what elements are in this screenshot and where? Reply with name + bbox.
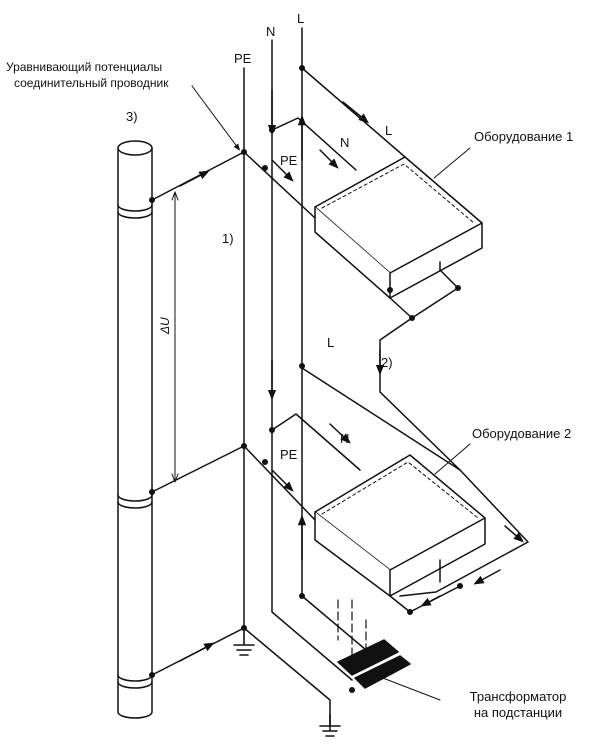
note-1-label: 1) (222, 231, 234, 246)
l-top-label: L (297, 11, 305, 26)
l-middle-label: L (327, 335, 335, 350)
n-conductor (271, 39, 353, 681)
bonding-conductor-2 (151, 445, 245, 493)
junction-dots (149, 65, 463, 693)
pe-top-label: PE (234, 51, 252, 66)
transformer-label-line-1: Трансформатор (469, 689, 567, 704)
pe-equipment-2-label: PE (280, 447, 298, 462)
n-equipment-1-label: N (340, 135, 350, 150)
equipment-2-label: Оборудование 2 (472, 426, 572, 441)
pe-equipment-1-label: PE (280, 153, 298, 168)
equipment-1-label: Оборудование 1 (474, 129, 574, 144)
n-equipment-2-label: N (340, 431, 350, 446)
potential-conductor-label-line-1: Уравнивающий потенциалы (6, 60, 163, 74)
ground-symbol-substation (319, 714, 341, 737)
delta-u-label: ΔU (158, 317, 172, 334)
metal-pipe (117, 140, 153, 719)
transformer-label-line-2: на подстанции (473, 705, 563, 720)
equipment-1-box (314, 156, 483, 299)
transformer (337, 599, 411, 689)
note-2-label: 2) (381, 355, 393, 370)
note-3-label: 3) (126, 109, 138, 124)
ground-symbol-pe (233, 627, 255, 656)
l-equipment-1-label: L (385, 123, 393, 138)
equipment-2-box (314, 454, 486, 597)
n-top-label: N (266, 24, 276, 39)
potential-conductor-label-line-2: соединительный проводник (14, 76, 169, 90)
